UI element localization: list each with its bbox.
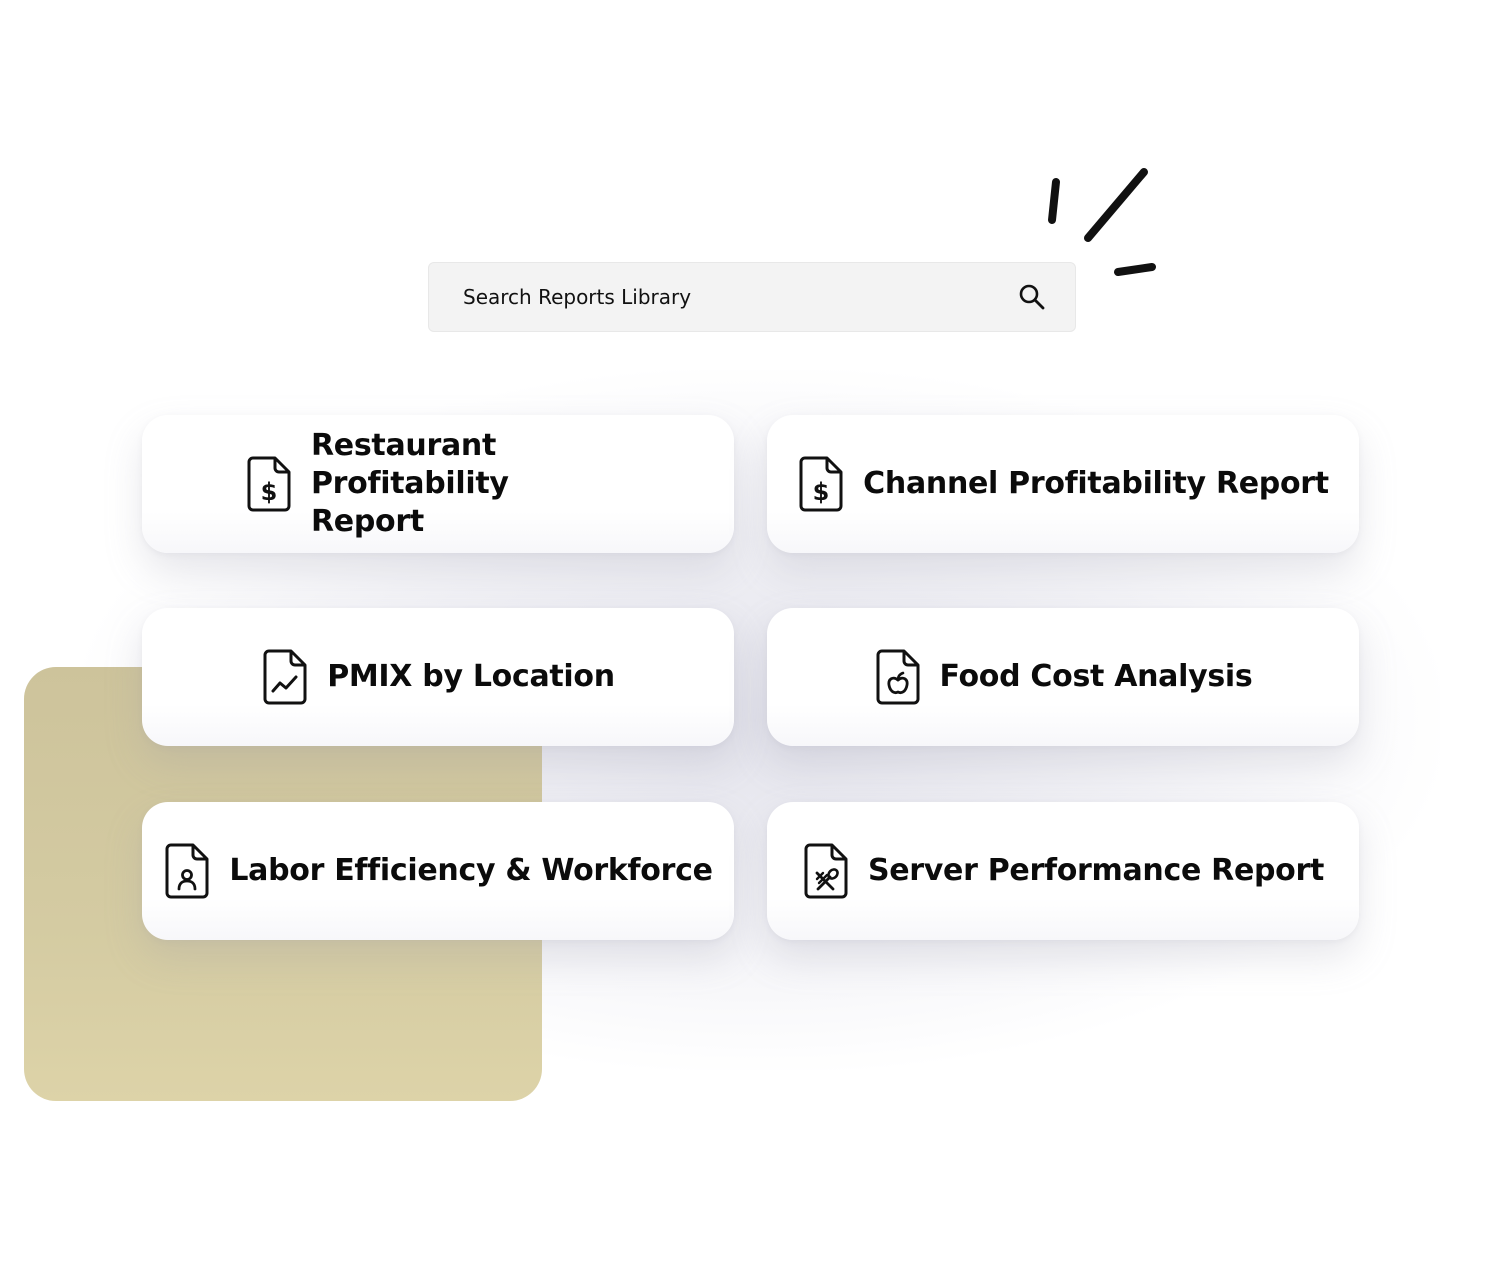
report-card-label: PMIX by Location xyxy=(327,659,615,694)
file-user-icon xyxy=(163,842,213,900)
search-input[interactable] xyxy=(461,284,1017,310)
report-card-label: Labor Efficiency & Workforce xyxy=(229,853,713,888)
file-utensils-icon xyxy=(802,842,852,900)
svg-text:$: $ xyxy=(813,478,830,506)
report-card-label: Restaurant Profitability Report xyxy=(311,428,509,539)
report-card-food-cost-analysis[interactable]: Food Cost Analysis xyxy=(767,608,1359,746)
report-card-server-performance[interactable]: Server Performance Report xyxy=(767,802,1359,940)
file-dollar-icon: $ xyxy=(797,455,847,513)
search-bar xyxy=(428,262,1076,332)
file-chart-icon xyxy=(261,648,311,706)
report-card-label: Channel Profitability Report xyxy=(863,466,1329,501)
report-card-label: Food Cost Analysis xyxy=(939,659,1253,694)
file-apple-icon xyxy=(874,648,924,706)
report-card-label: Server Performance Report xyxy=(867,853,1325,888)
sparkle-icon xyxy=(1048,168,1156,276)
svg-text:$: $ xyxy=(261,478,278,506)
report-card-labor-efficiency[interactable]: Labor Efficiency & Workforce xyxy=(142,802,734,940)
report-card-channel-profitability[interactable]: $ Channel Profitability Report xyxy=(767,415,1359,553)
report-card-pmix-by-location[interactable]: PMIX by Location xyxy=(142,608,734,746)
report-card-restaurant-profitability[interactable]: $ Restaurant Profitability Report xyxy=(142,415,734,553)
file-dollar-icon: $ xyxy=(245,455,295,513)
search-icon[interactable] xyxy=(1017,282,1047,312)
